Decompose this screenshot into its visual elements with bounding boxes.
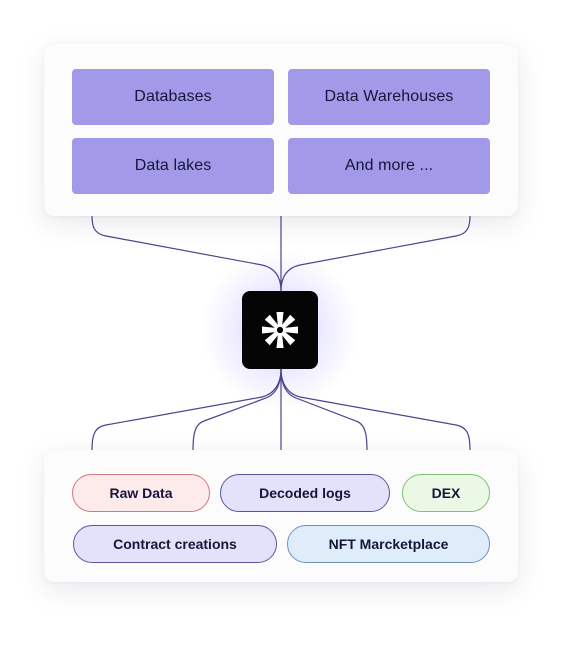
destination-databases: Databases — [72, 69, 274, 125]
connector-top-left — [91, 215, 282, 292]
source-decoded-logs: Decoded logs — [220, 474, 390, 512]
destination-and-more: And more ... — [288, 138, 490, 194]
connector-bottom-4 — [280, 368, 368, 451]
hub-node — [242, 291, 318, 369]
connector-top-right — [280, 215, 471, 292]
destination-data-warehouses: Data Warehouses — [288, 69, 490, 125]
connector-bottom-1 — [91, 368, 282, 451]
destination-data-lakes: Data lakes — [72, 138, 274, 194]
source-dex: DEX — [402, 474, 490, 512]
connector-bottom-2 — [192, 368, 282, 451]
source-nft-marketplace: NFT Marcketplace — [287, 525, 490, 563]
source-raw-data: Raw Data — [72, 474, 210, 512]
source-contract-creations: Contract creations — [73, 525, 277, 563]
connector-bottom-5 — [280, 368, 471, 451]
asterisk-logo-icon — [262, 312, 298, 348]
